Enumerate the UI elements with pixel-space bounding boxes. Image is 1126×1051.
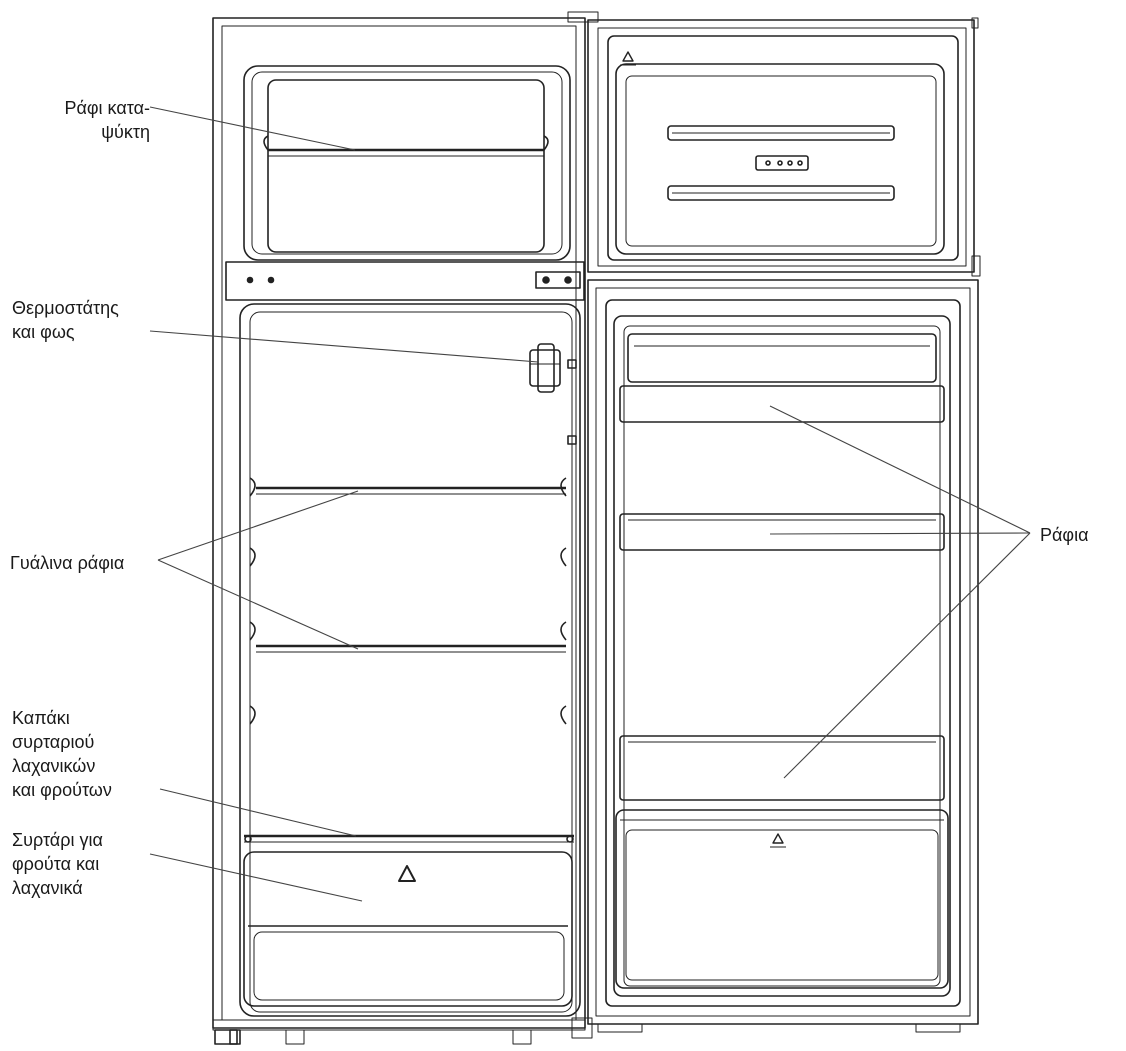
leader-door-shelf-1 — [769, 405, 1031, 534]
label-crisper-cover: Καπάκι συρταριού λαχανικών και φρούτων — [12, 708, 112, 800]
freezer-compartment — [243, 65, 571, 261]
fridge-compartment — [239, 303, 581, 1017]
door-shelf-2 — [619, 513, 945, 551]
label-freezer-shelf: Ράφι κατα- ψύκτη — [64, 98, 150, 142]
thermostat-housing — [529, 343, 577, 445]
label-crisper-drawer: Συρτάρι για φρούτα και λαχανικά — [12, 830, 103, 898]
door-bottom-bin — [615, 809, 949, 989]
label-door-shelves: Ράφια — [1040, 525, 1089, 545]
leader-glass-shelf-upper — [157, 490, 359, 561]
cabinet-body — [212, 17, 586, 1045]
door-shelf-1 — [619, 333, 945, 423]
leader-crisper-cover — [159, 788, 357, 837]
leader-glass-shelf-lower — [157, 559, 359, 650]
leader-thermostat — [149, 330, 539, 363]
leader-door-shelf-2 — [769, 532, 1031, 535]
door-shelf-3 — [619, 735, 945, 801]
label-glass-shelves: Γυάλινα ράφια — [10, 553, 125, 573]
leader-door-shelf-3 — [783, 532, 1031, 779]
leader-lines — [149, 106, 1031, 902]
leader-freezer-shelf — [149, 106, 356, 151]
label-thermostat: Θερμοστάτης και φως — [12, 298, 119, 342]
fridge-door — [587, 279, 979, 1033]
leader-crisper-drawer — [149, 853, 363, 902]
compartment-divider — [225, 261, 585, 301]
freezer-door — [587, 17, 981, 277]
